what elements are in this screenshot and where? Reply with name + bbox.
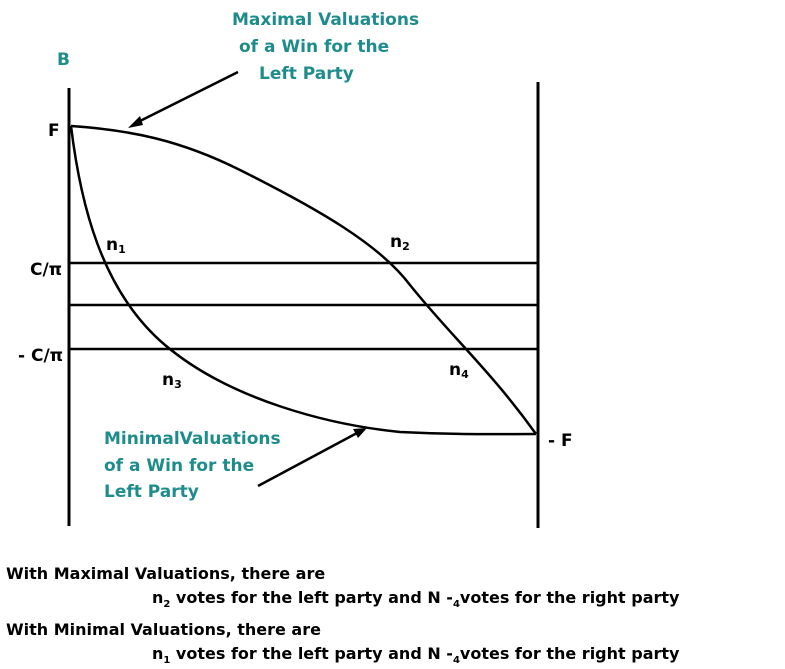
svg-text:of a Win for the: of a Win for the xyxy=(239,37,389,57)
caption-line-1: With Maximal Valuations, there are xyxy=(6,564,326,583)
label-c-over-pi: C/π xyxy=(30,260,62,280)
min-label-arrow xyxy=(257,431,358,488)
min-arrowhead xyxy=(353,428,367,438)
svg-text:MinimalValuations: MinimalValuations xyxy=(104,429,281,449)
max-label-arrow xyxy=(137,70,239,124)
svg-text:Left Party: Left Party xyxy=(259,64,354,84)
minimal-valuation-curve xyxy=(69,125,537,436)
svg-text:Left Party: Left Party xyxy=(104,482,199,502)
svg-text:Maximal Valuations: Maximal Valuations xyxy=(232,10,419,30)
svg-text:of a Win for the: of a Win for the xyxy=(104,456,254,476)
point-n2: n2 xyxy=(390,232,410,253)
point-n3: n3 xyxy=(162,370,182,391)
axis-label-b: B xyxy=(57,50,70,70)
point-n4: n4 xyxy=(449,360,469,381)
label-f: F xyxy=(48,121,60,141)
maximal-valuation-curve xyxy=(70,124,538,435)
caption-line-4: n1 votes for the left party and N -4vote… xyxy=(152,644,680,667)
point-n1: n1 xyxy=(106,235,126,256)
minimal-valuation-annotation: MinimalValuations of a Win for the Left … xyxy=(104,429,281,502)
caption-line-2: n2 votes for the left party and N -4vote… xyxy=(152,588,680,611)
label-neg-c-over-pi: - C/π xyxy=(18,346,63,366)
max-arrowhead xyxy=(128,116,143,128)
maximal-valuation-annotation: Maximal Valuations of a Win for the Left… xyxy=(232,10,419,84)
label-neg-f: - F xyxy=(548,431,573,451)
caption-line-3: With Minimal Valuations, there are xyxy=(6,620,321,639)
